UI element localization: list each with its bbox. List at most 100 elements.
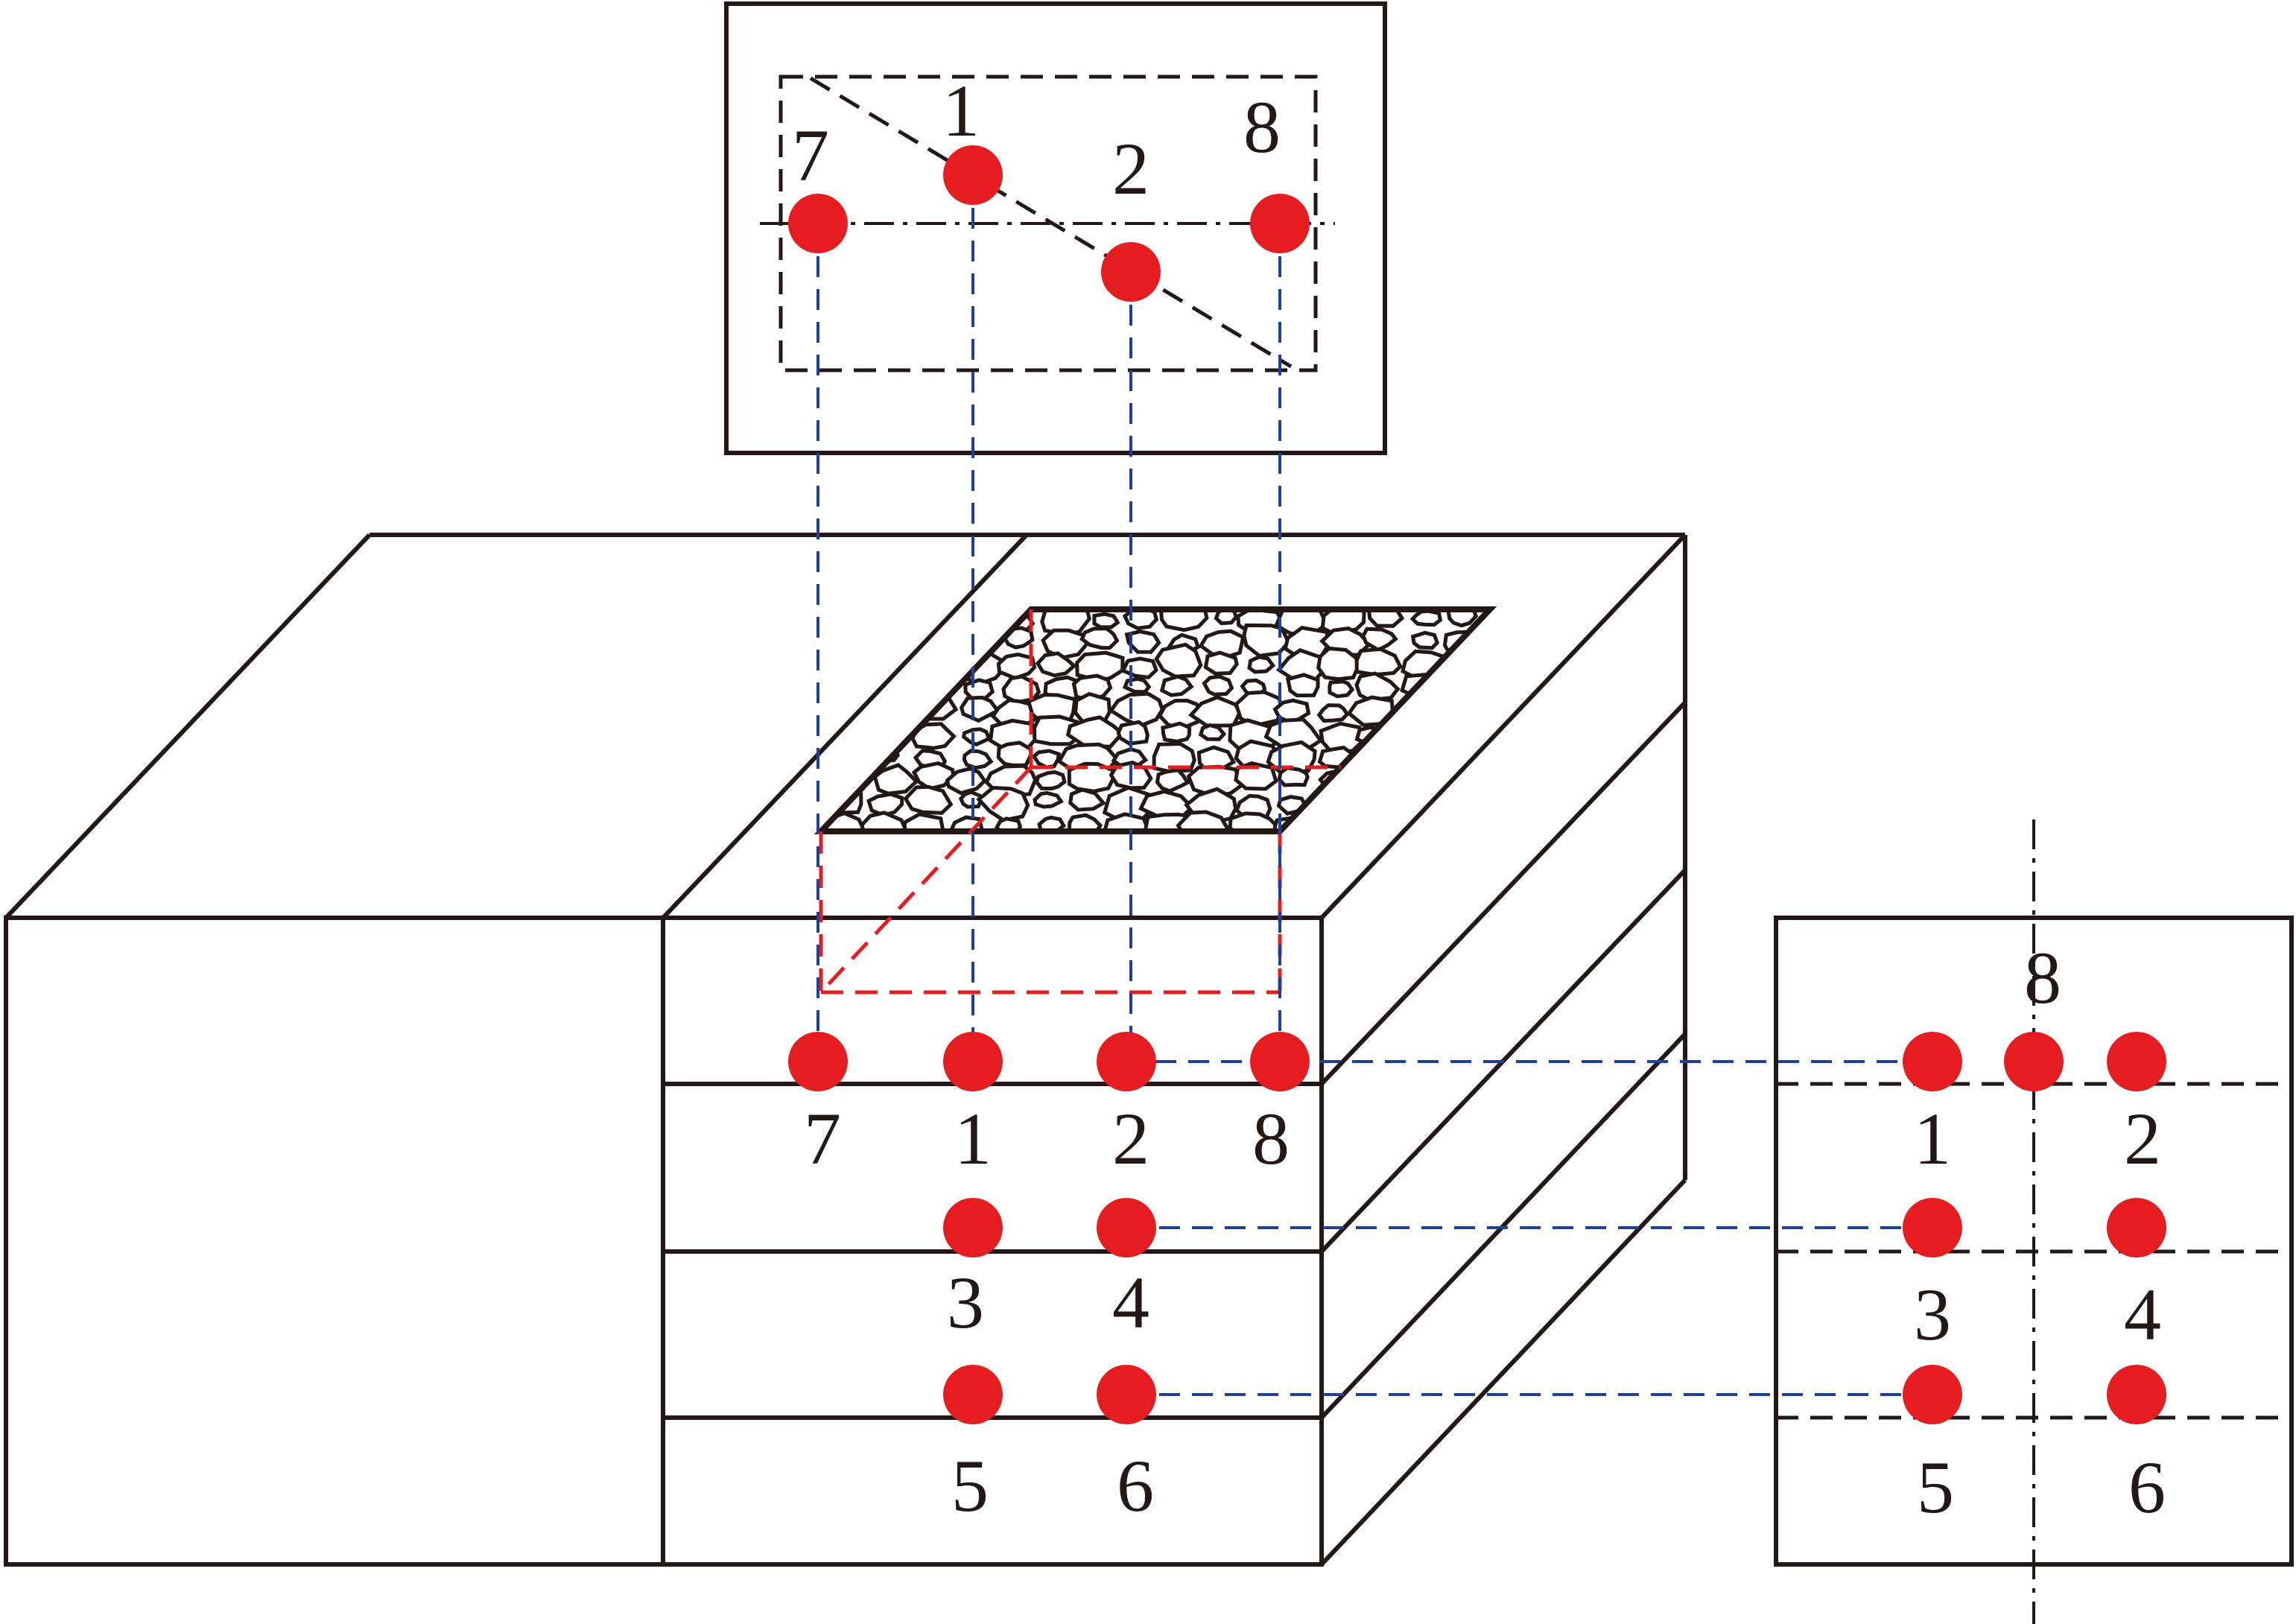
stone-shape: [1154, 642, 1203, 679]
layer-line-2: [663, 868, 1687, 1254]
stone-shape: [1234, 690, 1284, 728]
sensor-dot-icon: [1097, 1365, 1156, 1424]
sensor-dot-icon: [943, 1032, 1003, 1091]
stone-shape: [902, 812, 945, 831]
side-label-2: 2: [2124, 1097, 2161, 1180]
sensor-dot-icon: [788, 1032, 848, 1091]
sensor-dot-icon: [1903, 1198, 1962, 1257]
stone-shape: [1031, 749, 1062, 770]
top-label-7: 7: [792, 114, 829, 197]
sensor-dot-icon: [2107, 1032, 2166, 1091]
stone-shape: [1159, 674, 1194, 697]
side-label-4: 4: [2124, 1273, 2161, 1356]
sensor-dot-icon: [2004, 1032, 2064, 1091]
stone-shape: [1202, 674, 1234, 697]
stone-shape: [1354, 647, 1403, 677]
stone-shape: [1033, 790, 1064, 809]
stone-shape: [1242, 623, 1291, 658]
sensor-dot-icon: [1097, 1032, 1156, 1091]
side-label-1: 1: [1914, 1097, 1951, 1180]
sensor-dot-icon: [943, 145, 1003, 205]
stone-shape: [1079, 627, 1120, 650]
top-label-8: 8: [1243, 86, 1281, 168]
block-isometric: [4, 533, 1687, 1567]
stone-shape: [1247, 655, 1276, 674]
block-front-left: [4, 916, 665, 1567]
layer-line-1: [663, 700, 1687, 1086]
stone-shape: [1354, 671, 1401, 702]
stone-shape: [1122, 676, 1152, 694]
sensor-dot-icon: [1250, 1032, 1310, 1091]
stone-shape: [1176, 810, 1231, 831]
sensor-dot-icon: [1250, 194, 1310, 253]
stone-shape: [958, 790, 984, 809]
sensor-dot-icon: [788, 194, 848, 253]
top-view: [724, 1, 1387, 455]
top-label-2: 2: [1112, 127, 1149, 210]
stone-shape: [1041, 628, 1089, 660]
stone-shape: [1108, 691, 1165, 729]
stone-shape: [1152, 741, 1196, 774]
stone-shape: [1092, 612, 1120, 629]
stone-shape: [1234, 761, 1278, 791]
block-top-left-edge: [4, 533, 372, 920]
side-label-5: 5: [1917, 1446, 1954, 1529]
stone-shape: [1285, 673, 1320, 698]
front-label-7: 7: [804, 1097, 841, 1180]
stone-shape: [1316, 646, 1360, 682]
sensor-dot-icon: [943, 1198, 1003, 1257]
stone-shape: [1198, 723, 1227, 741]
front-label-8: 8: [1252, 1097, 1290, 1180]
stone-shape: [961, 727, 992, 747]
stone-shape: [1328, 679, 1355, 699]
stone-shape: [1361, 627, 1398, 653]
sensor-dot-icon: [1903, 1032, 1962, 1091]
stone-shape: [1228, 811, 1280, 831]
sensor-dot-icon: [943, 1365, 1003, 1424]
top-label-1: 1: [942, 69, 980, 152]
front-label-4: 4: [1112, 1261, 1149, 1344]
aggregate-patch: [814, 606, 1497, 834]
sensor-dot-icon: [1097, 1198, 1156, 1257]
block-top-divider: [661, 533, 1029, 920]
stone-shape: [1035, 651, 1077, 678]
stone-shape: [911, 761, 956, 791]
stone-shape: [866, 792, 904, 818]
sensor-dot-icon: [2107, 1198, 2166, 1257]
stone-shape: [1116, 720, 1149, 746]
stone-shape: [1188, 695, 1243, 728]
stone-shape: [962, 749, 994, 770]
stone-shape: [996, 652, 1037, 681]
stone-shape: [1316, 703, 1350, 723]
stone-shape: [1034, 770, 1067, 791]
sensor-dot-icon: [1101, 242, 1161, 302]
stone-shape: [1157, 698, 1208, 731]
front-label-5: 5: [951, 1444, 989, 1527]
block-top-right-edge: [1319, 533, 1687, 920]
stone-shape: [976, 785, 1030, 822]
stone-shape: [1068, 787, 1106, 812]
side-label-3: 3: [1914, 1273, 1951, 1356]
sensor-dot-icon: [2107, 1365, 2166, 1424]
stone-shape: [959, 695, 1000, 723]
stone-shape: [903, 784, 954, 815]
stone-shape: [1277, 766, 1310, 787]
block-bottom-right-edge: [1319, 1178, 1687, 1567]
front-label-2: 2: [1112, 1097, 1149, 1180]
top-view-labels: 7 1 2 8: [792, 69, 1281, 210]
front-label-6: 6: [1117, 1444, 1154, 1527]
side-label-6: 6: [2128, 1446, 2166, 1529]
sensor-dots: [788, 145, 2166, 1424]
side-label-8: 8: [2024, 936, 2061, 1019]
stone-shape: [1155, 768, 1190, 793]
side-view-labels: 8 1 2 3 4 5 6: [1914, 936, 2166, 1529]
side-view: [1774, 819, 2294, 1624]
stone-shape: [1120, 656, 1158, 679]
block-front-right: [661, 916, 1324, 1567]
top-view-frame: [724, 1, 1387, 455]
stone-shape: [1124, 629, 1161, 654]
sensor-dot-icon: [1903, 1365, 1962, 1424]
front-label-3: 3: [947, 1261, 984, 1344]
layer-line-3: [663, 1032, 1687, 1420]
